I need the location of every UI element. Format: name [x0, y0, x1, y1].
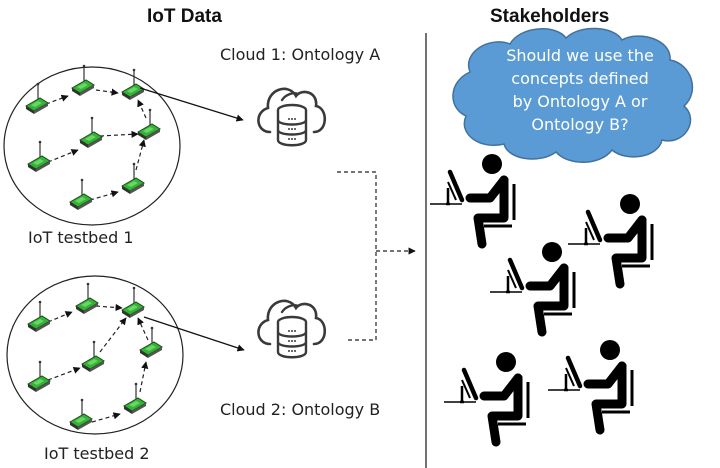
sensor-node-icon	[69, 398, 93, 431]
sensor-node-icon	[75, 282, 99, 315]
sensor-node-icon	[139, 326, 163, 359]
thought-bubble-text: Should we use the concepts defined by On…	[470, 44, 690, 136]
cloud-1-label: Cloud 1: Ontology A	[220, 45, 381, 64]
person-at-computer-icon	[490, 242, 574, 332]
testbed-1-to-cloud-1-arrow	[139, 87, 244, 122]
sensor-node-icon	[27, 360, 51, 393]
testbed-1-boundary	[3, 66, 181, 226]
stakeholders-heading: Stakeholders	[490, 6, 610, 27]
bubble-line: by Ontology A or	[512, 92, 648, 111]
clouds-to-stakeholders-connector	[337, 171, 416, 341]
sensor-node-icon	[121, 162, 145, 195]
sensor-node-icon	[123, 382, 147, 415]
testbed-1-label: IoT testbed 1	[28, 228, 134, 247]
testbed-2-to-cloud-2-arrow	[143, 316, 245, 352]
sensor-node-icon	[81, 340, 105, 373]
sensor-node-icon	[69, 178, 93, 211]
bubble-line: concepts defined	[511, 69, 649, 88]
bubble-line: Should we use the	[506, 46, 654, 65]
sensor-node-icon	[71, 64, 95, 97]
testbed-2-boundary	[6, 275, 184, 435]
person-at-computer-icon	[444, 352, 528, 442]
sensor-nodes	[25, 64, 161, 211]
sensor-node-icon	[27, 300, 51, 333]
sensor-node-icon	[79, 116, 103, 149]
cloud-1-database-icon	[257, 87, 327, 147]
testbed-1	[3, 64, 181, 226]
sensor-nodes	[27, 282, 163, 431]
bubble-line: Ontology B?	[531, 115, 629, 134]
iot-data-heading: IoT Data	[147, 6, 222, 27]
sensor-node-icon	[137, 108, 161, 141]
testbed-2-label: IoT testbed 2	[44, 444, 150, 463]
sensor-node-icon	[121, 286, 145, 319]
cloud-2-database-icon	[257, 299, 327, 359]
sensor-node-icon	[27, 140, 51, 173]
stakeholders-group	[430, 154, 652, 442]
person-at-computer-icon	[430, 154, 514, 244]
cloud-2-label: Cloud 2: Ontology B	[220, 400, 381, 419]
testbed-2	[6, 275, 184, 435]
person-at-computer-icon	[568, 194, 652, 284]
sensor-node-icon	[25, 82, 49, 115]
thought-bubble	[452, 27, 694, 163]
person-at-computer-icon	[548, 340, 632, 430]
